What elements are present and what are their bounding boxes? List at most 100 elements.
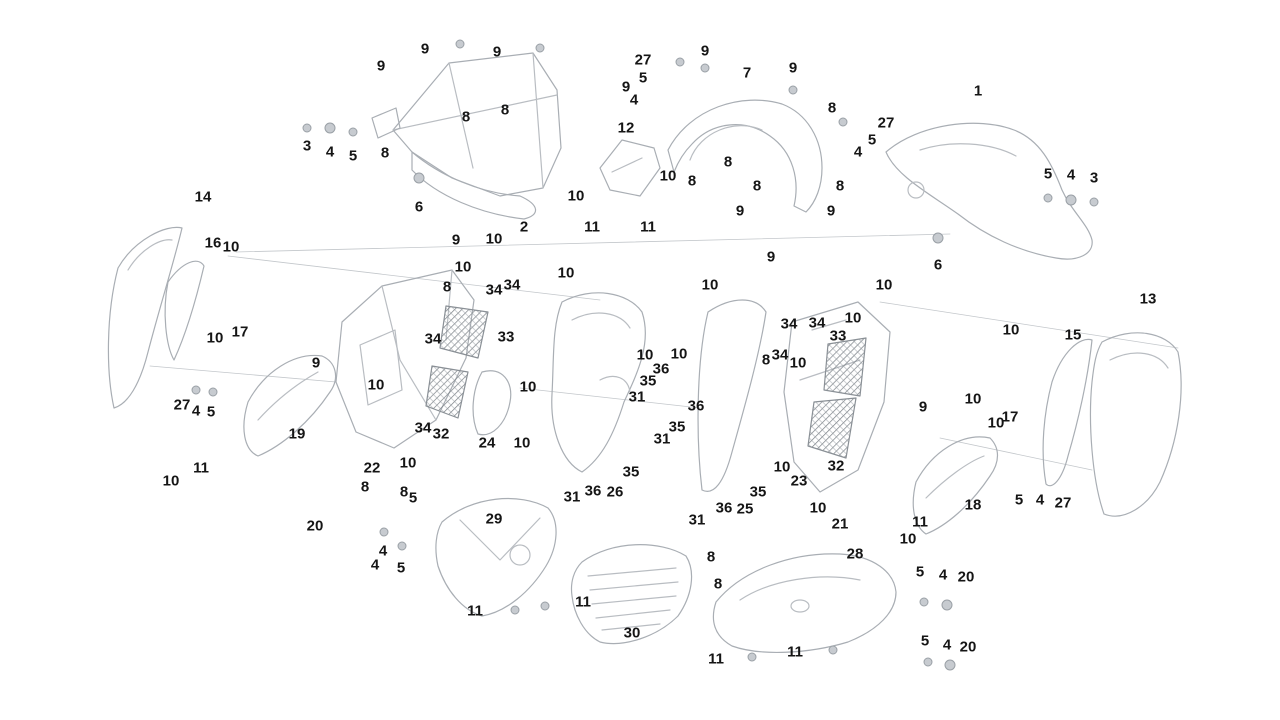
part-number-label: 34: [780, 315, 798, 333]
part-29-front-panel: [435, 497, 557, 617]
part-12-bracket: [599, 139, 661, 197]
part-number-label: 6: [414, 198, 424, 216]
part-number-label: 20: [959, 638, 977, 656]
part-number-label: 8: [442, 278, 452, 296]
part-15-right-trim: [1042, 338, 1093, 487]
part-number-label: 10: [789, 354, 807, 372]
part-19-side-panel: [243, 354, 337, 457]
part-number-label: 29: [485, 510, 503, 528]
part-number-label: 31: [563, 488, 581, 506]
part-number-label: 31: [653, 430, 671, 448]
part-number-label: 36: [687, 397, 705, 415]
part-number-label: 35: [639, 372, 657, 390]
part-number-label: 8: [713, 575, 723, 593]
part-14-left-trim: [107, 226, 183, 409]
part-number-label: 10: [636, 346, 654, 364]
part-number-label: 10: [844, 309, 862, 327]
part-number-label: 31: [628, 388, 646, 406]
part-26-center-panel: [551, 292, 646, 473]
part-number-label: 4: [378, 542, 388, 560]
part-number-label: 17: [1001, 408, 1019, 426]
part-33-mesh-grille-right: [823, 337, 867, 397]
part-number-label: 8: [752, 177, 762, 195]
part-number-label: 9: [700, 42, 710, 60]
part-number-label: 4: [1035, 491, 1045, 509]
part-number-label: 35: [668, 418, 686, 436]
part-number-label: 10: [899, 530, 917, 548]
part-number-label: 4: [853, 143, 863, 161]
part-number-label: 9: [826, 202, 836, 220]
part-18-side-panel: [912, 436, 999, 535]
part-number-label: 10: [513, 434, 531, 452]
part-number-label: 11: [467, 602, 483, 620]
part-number-label: 5: [348, 147, 358, 165]
part-number-label: 23: [790, 472, 808, 490]
alignment-lines: [149, 233, 1179, 471]
part-number-label: 10: [773, 458, 791, 476]
part-number-label: 8: [399, 483, 409, 501]
part-number-label: 34: [771, 346, 789, 364]
part-number-label: 5: [1014, 491, 1024, 509]
part-number-label: 10: [670, 345, 688, 363]
part-32-mesh-grille-left: [425, 365, 469, 419]
part-number-label: 10: [485, 230, 503, 248]
part-number-label: 8: [500, 101, 510, 119]
part-13-side-panel: [1089, 332, 1182, 517]
part-number-label: 5: [915, 563, 925, 581]
part-number-label: 5: [396, 559, 406, 577]
part-number-label: 9: [451, 231, 461, 249]
part-number-label: 35: [622, 463, 640, 481]
part-number-label: 10: [701, 276, 719, 294]
part-number-label: 10: [206, 329, 224, 347]
part-number-label: 27: [173, 396, 191, 414]
part-number-label: 30: [623, 624, 641, 642]
part-number-label: 9: [492, 43, 502, 61]
part-number-label: 4: [370, 556, 380, 574]
part-number-label: 36: [584, 482, 602, 500]
part-number-label: 9: [766, 248, 776, 266]
part-number-label: 5: [920, 632, 930, 650]
part-number-label: 10: [659, 167, 677, 185]
part-22-headlight-housing: [335, 269, 489, 449]
part-number-label: 3: [1089, 169, 1099, 187]
part-number-label: 12: [617, 119, 635, 137]
part-number-label: 8: [723, 153, 733, 171]
part-number-label: 4: [325, 143, 335, 161]
part-number-label: 10: [964, 390, 982, 408]
part-number-label: 3: [302, 137, 312, 155]
part-number-label: 9: [918, 398, 928, 416]
part-1-side-cover: [885, 122, 1093, 260]
part-24-panel: [472, 370, 512, 436]
part-number-label: 22: [363, 459, 381, 477]
part-number-label: 4: [1066, 166, 1076, 184]
part-number-label: 25: [736, 500, 754, 518]
part-number-label: 26: [606, 483, 624, 501]
part-number-label: 11: [575, 593, 591, 611]
screw-fastener-icons: [191, 39, 1099, 671]
part-number-label: 5: [867, 131, 877, 149]
part-30-skid-plate: [570, 544, 693, 645]
part-number-label: 8: [706, 548, 716, 566]
part-number-label: 8: [687, 172, 697, 190]
part-number-label: 33: [497, 328, 515, 346]
part-number-label: 31: [688, 511, 706, 529]
part-number-label: 27: [1054, 494, 1072, 512]
part-number-label: 9: [420, 40, 430, 58]
part-number-label: 10: [987, 414, 1005, 432]
part-number-label: 11: [640, 218, 656, 236]
part-number-label: 11: [708, 650, 724, 668]
part-number-label: 36: [652, 360, 670, 378]
part-number-label: 9: [788, 59, 798, 77]
part-number-label: 11: [912, 513, 928, 531]
part-number-label: 8: [461, 108, 471, 126]
part-number-label: 9: [311, 354, 321, 372]
part-number-label: 20: [957, 568, 975, 586]
part-number-label: 8: [761, 351, 771, 369]
part-number-label: 11: [193, 459, 209, 477]
part-number-label: 9: [621, 78, 631, 96]
part-number-label: 10: [557, 264, 575, 282]
part-number-label: 8: [827, 99, 837, 117]
part-number-label: 34: [424, 330, 442, 348]
part-number-label: 13: [1139, 290, 1157, 308]
